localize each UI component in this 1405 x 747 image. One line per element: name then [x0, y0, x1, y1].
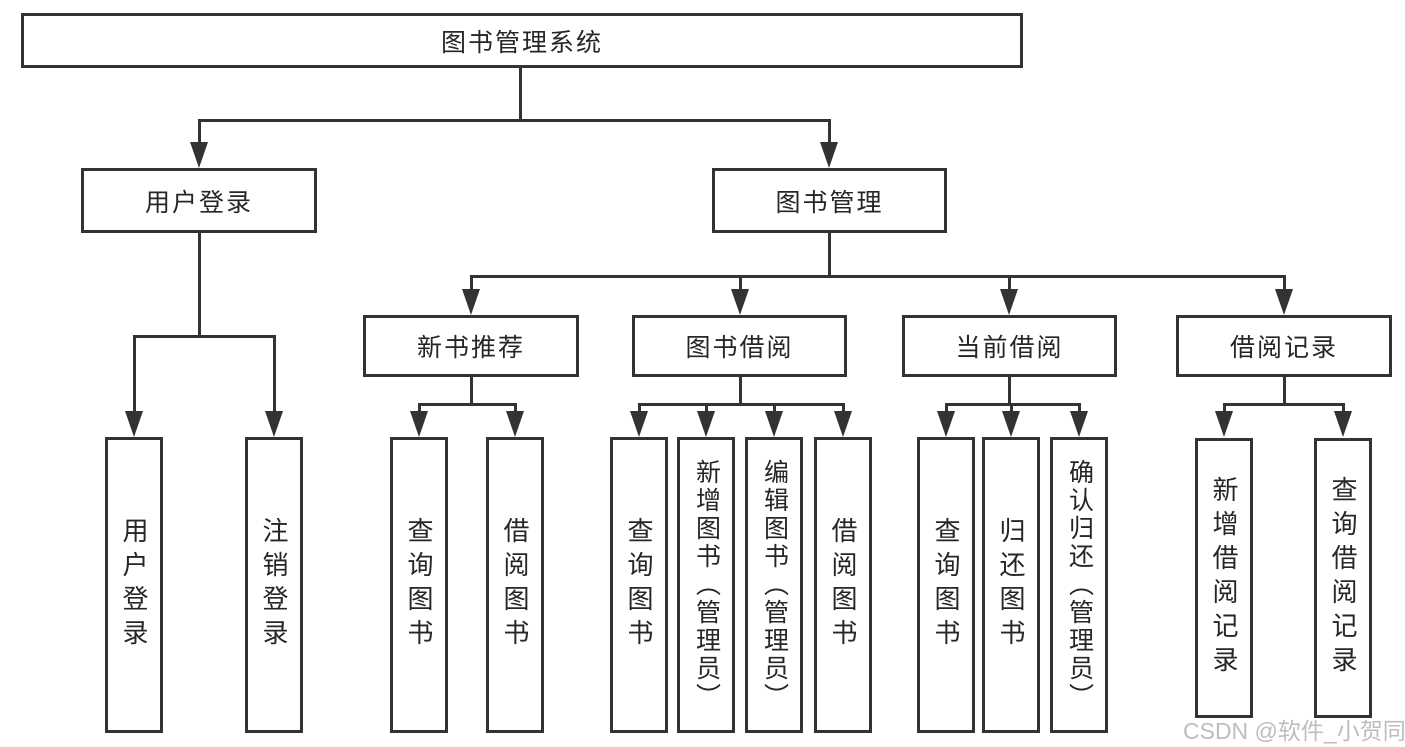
- leaf-user-login-label: 用户登录: [119, 517, 149, 653]
- leaf-borrow-books-2-label: 借阅图书: [828, 517, 858, 653]
- arrowhead-icon: [125, 411, 143, 437]
- connector-line: [842, 403, 845, 417]
- leaf-edit-books-admin-label: 编辑图书（管理员）: [760, 459, 789, 711]
- connector-line: [1223, 403, 1345, 406]
- connector-line: [945, 403, 948, 417]
- connector-line: [1078, 403, 1081, 417]
- arrowhead-icon: [462, 289, 480, 315]
- connector-line: [705, 403, 708, 417]
- leaf-query-books-2: 查询图书: [610, 437, 668, 733]
- connector-line: [828, 119, 831, 147]
- leaf-query-books-2-label: 查询图书: [624, 517, 654, 653]
- arrowhead-icon: [820, 142, 838, 168]
- node-library-system-label: 图书管理系统: [440, 28, 603, 57]
- node-user-login: 用户登录: [81, 168, 317, 233]
- connector-line: [1223, 403, 1226, 417]
- node-new-book-recommend: 新书推荐: [363, 315, 579, 377]
- connector-line: [519, 68, 522, 121]
- leaf-query-borrow-record-label: 查询借阅记录: [1328, 476, 1358, 680]
- leaf-logout: 注销登录: [245, 437, 303, 733]
- leaf-return-books: 归还图书: [982, 437, 1040, 733]
- leaf-query-borrow-record: 查询借阅记录: [1314, 438, 1372, 718]
- node-book-management: 图书管理: [712, 168, 947, 233]
- arrowhead-icon: [190, 142, 208, 168]
- node-book-borrow: 图书借阅: [632, 315, 847, 377]
- connector-line: [514, 403, 517, 417]
- leaf-borrow-books-1-label: 借阅图书: [500, 517, 530, 653]
- node-borrow-records: 借阅记录: [1176, 315, 1392, 377]
- node-current-borrow: 当前借阅: [902, 315, 1117, 377]
- arrowhead-icon: [765, 411, 783, 437]
- arrowhead-icon: [630, 411, 648, 437]
- arrowhead-icon: [731, 289, 749, 315]
- connector-line: [470, 377, 473, 405]
- arrowhead-icon: [265, 411, 283, 437]
- connector-line: [828, 233, 831, 277]
- arrowhead-icon: [1215, 411, 1233, 437]
- arrowhead-icon: [410, 411, 428, 437]
- node-library-system: 图书管理系统: [21, 13, 1023, 68]
- arrowhead-icon: [1275, 289, 1293, 315]
- arrowhead-icon: [1070, 411, 1088, 437]
- leaf-query-books-3-label: 查询图书: [931, 517, 961, 653]
- connector-line: [638, 403, 641, 417]
- arrowhead-icon: [937, 411, 955, 437]
- arrowhead-icon: [506, 411, 524, 437]
- watermark: CSDN @软件_小贺同学: [1183, 718, 1405, 744]
- node-new-book-recommend-label: 新书推荐: [416, 334, 525, 362]
- arrowhead-icon: [1000, 289, 1018, 315]
- leaf-add-books-admin-label: 新增图书（管理员）: [692, 459, 721, 711]
- leaf-confirm-return-admin-label: 确认归还（管理员）: [1065, 459, 1094, 711]
- leaf-query-books-1-label: 查询图书: [404, 517, 434, 653]
- leaf-edit-books-admin: 编辑图书（管理员）: [745, 437, 803, 733]
- leaf-query-books-1: 查询图书: [390, 437, 448, 733]
- leaf-add-books-admin: 新增图书（管理员）: [677, 437, 735, 733]
- connector-line: [1008, 377, 1011, 405]
- connector-line: [273, 335, 276, 415]
- leaf-add-borrow-record: 新增借阅记录: [1195, 438, 1253, 718]
- leaf-return-books-label: 归还图书: [996, 517, 1026, 653]
- connector-line: [1010, 403, 1013, 417]
- connector-line: [739, 377, 742, 405]
- connector-line: [470, 275, 1286, 278]
- connector-line: [418, 403, 421, 417]
- connector-line: [945, 403, 1081, 406]
- connector-line: [198, 119, 201, 147]
- connector-line: [1342, 403, 1345, 417]
- node-user-login-label: 用户登录: [144, 188, 253, 217]
- arrowhead-icon: [1334, 411, 1352, 437]
- leaf-logout-label: 注销登录: [259, 517, 289, 653]
- arrowhead-icon: [1002, 411, 1020, 437]
- connector-line: [1008, 275, 1011, 293]
- leaf-borrow-books-1: 借阅图书: [486, 437, 544, 733]
- arrowhead-icon: [697, 411, 715, 437]
- connector-line: [739, 275, 742, 293]
- connector-line: [133, 335, 136, 415]
- connector-line: [198, 233, 201, 337]
- node-current-borrow-label: 当前借阅: [955, 334, 1064, 362]
- connector-line: [418, 403, 517, 406]
- leaf-confirm-return-admin: 确认归还（管理员）: [1050, 437, 1108, 733]
- connector-line: [1283, 377, 1286, 405]
- connector-line: [773, 403, 776, 417]
- leaf-query-books-3: 查询图书: [917, 437, 975, 733]
- connector-line: [638, 403, 845, 406]
- node-borrow-records-label: 借阅记录: [1229, 334, 1338, 362]
- connector-line: [1283, 275, 1286, 293]
- node-book-management-label: 图书管理: [775, 188, 884, 217]
- arrowhead-icon: [834, 411, 852, 437]
- leaf-add-borrow-record-label: 新增借阅记录: [1209, 476, 1239, 680]
- leaf-user-login: 用户登录: [105, 437, 163, 733]
- leaf-borrow-books-2: 借阅图书: [814, 437, 872, 733]
- connector-line: [198, 119, 831, 122]
- node-book-borrow-label: 图书借阅: [685, 334, 794, 362]
- connector-line: [133, 335, 276, 338]
- connector-line: [470, 275, 473, 293]
